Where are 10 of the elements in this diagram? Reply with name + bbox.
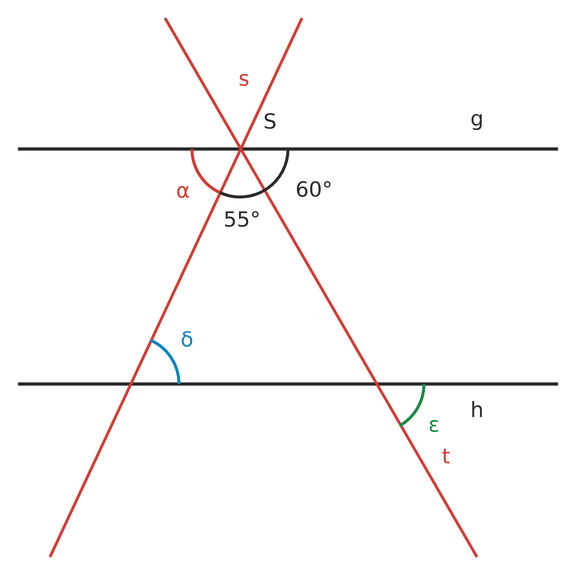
angle-label: 55° xyxy=(225,211,259,227)
angle-label: ε xyxy=(430,420,438,432)
angle-label: δ xyxy=(182,331,192,347)
angle-label: 60° xyxy=(296,181,331,197)
angle-label: α xyxy=(177,186,189,198)
angle-label: h xyxy=(472,401,482,417)
angle-label: S xyxy=(264,113,276,129)
angle-label: g xyxy=(472,114,482,130)
angle-label: t xyxy=(442,448,450,464)
angle-label: s xyxy=(240,74,248,86)
